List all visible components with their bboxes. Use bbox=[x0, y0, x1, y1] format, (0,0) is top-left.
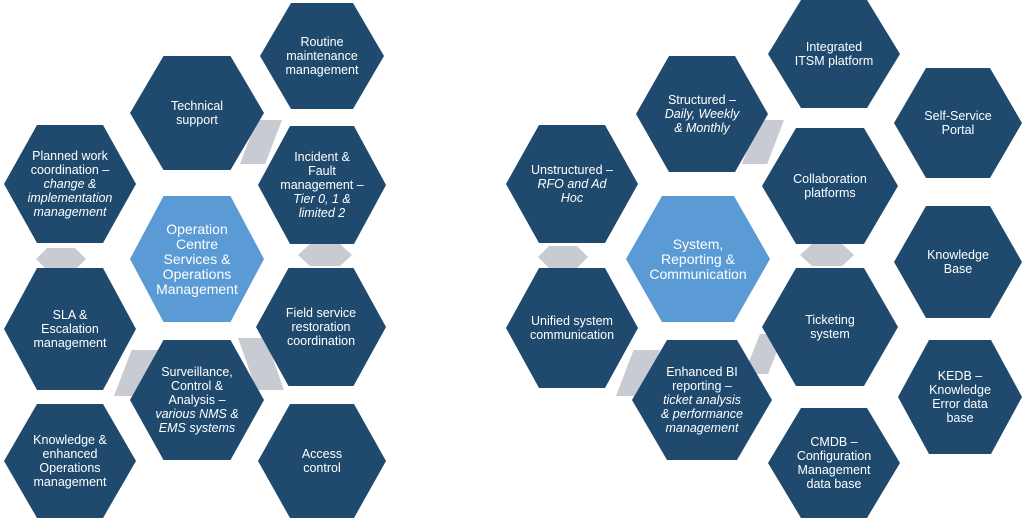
integrated-itsm-label: Integrated ITSM platform bbox=[794, 40, 874, 68]
connector bbox=[800, 244, 854, 266]
cmdb-label: CMDB – Configuration Management data bas… bbox=[796, 435, 872, 491]
self-service-hex: Self-Service Portal bbox=[894, 68, 1022, 178]
connector bbox=[538, 246, 588, 268]
sla-escalation-label: SLA & Escalation management bbox=[33, 308, 107, 350]
unstructured-hex: Unstructured – RFO and Ad Hoc bbox=[506, 125, 638, 243]
knowledge-ops-hex: Knowledge & enhanced Operations manageme… bbox=[4, 404, 136, 518]
knowledge-base-hex: Knowledge Base bbox=[894, 206, 1022, 318]
connector bbox=[36, 248, 86, 270]
unstructured-label: Unstructured – RFO and Ad Hoc bbox=[531, 163, 613, 205]
unified-comm-label: Unified system communication bbox=[529, 314, 615, 342]
knowledge-base-label: Knowledge Base bbox=[927, 248, 989, 276]
incident-fault-label: Incident & Fault management – Tier 0, 1 … bbox=[280, 150, 364, 220]
collaboration-hex: Collaboration platforms bbox=[762, 128, 898, 244]
routine-maintenance-hex: Routine maintenance management bbox=[260, 3, 384, 109]
field-service-label: Field service restoration coordination bbox=[285, 306, 357, 348]
operation-centre-center-hex: Operation Centre Services & Operations M… bbox=[130, 196, 264, 322]
cmdb-hex: CMDB – Configuration Management data bas… bbox=[768, 408, 900, 518]
knowledge-ops-label: Knowledge & enhanced Operations manageme… bbox=[33, 433, 107, 489]
unified-comm-hex: Unified system communication bbox=[506, 268, 638, 388]
incident-fault-hex: Incident & Fault management – Tier 0, 1 … bbox=[258, 126, 386, 244]
access-control-label: Access control bbox=[301, 447, 343, 475]
system-reporting-center-hex: System, Reporting & Communication bbox=[626, 196, 770, 322]
self-service-label: Self-Service Portal bbox=[924, 109, 992, 137]
routine-maintenance-label: Routine maintenance management bbox=[285, 35, 359, 77]
structured-label: Structured – Daily, Weekly & Monthly bbox=[664, 93, 740, 135]
technical-support-hex: Technical support bbox=[130, 56, 264, 170]
planned-work-hex: Planned work coordination – change & imp… bbox=[4, 125, 136, 243]
system-reporting-label: System, Reporting & Communication bbox=[649, 235, 747, 282]
connector bbox=[298, 244, 352, 266]
technical-support-label: Technical support bbox=[170, 99, 224, 127]
collaboration-label: Collaboration platforms bbox=[793, 172, 867, 200]
kedb-label: KEDB – Knowledge Error data base bbox=[929, 369, 991, 425]
surveillance-label: Surveillance, Control & Analysis – vario… bbox=[155, 365, 239, 435]
operation-centre-label: Operation Centre Services & Operations M… bbox=[156, 220, 238, 297]
ticketing-label: Ticketing system bbox=[805, 313, 855, 341]
sla-escalation-hex: SLA & Escalation management bbox=[4, 268, 136, 390]
kedb-hex: KEDB – Knowledge Error data base bbox=[898, 340, 1022, 454]
enhanced-bi-label: Enhanced BI reporting – ticket analysis … bbox=[661, 365, 743, 435]
access-control-hex: Access control bbox=[258, 404, 386, 518]
integrated-itsm-hex: Integrated ITSM platform bbox=[768, 0, 900, 108]
ticketing-hex: Ticketing system bbox=[762, 268, 898, 386]
planned-work-label: Planned work coordination – change & imp… bbox=[27, 149, 113, 219]
